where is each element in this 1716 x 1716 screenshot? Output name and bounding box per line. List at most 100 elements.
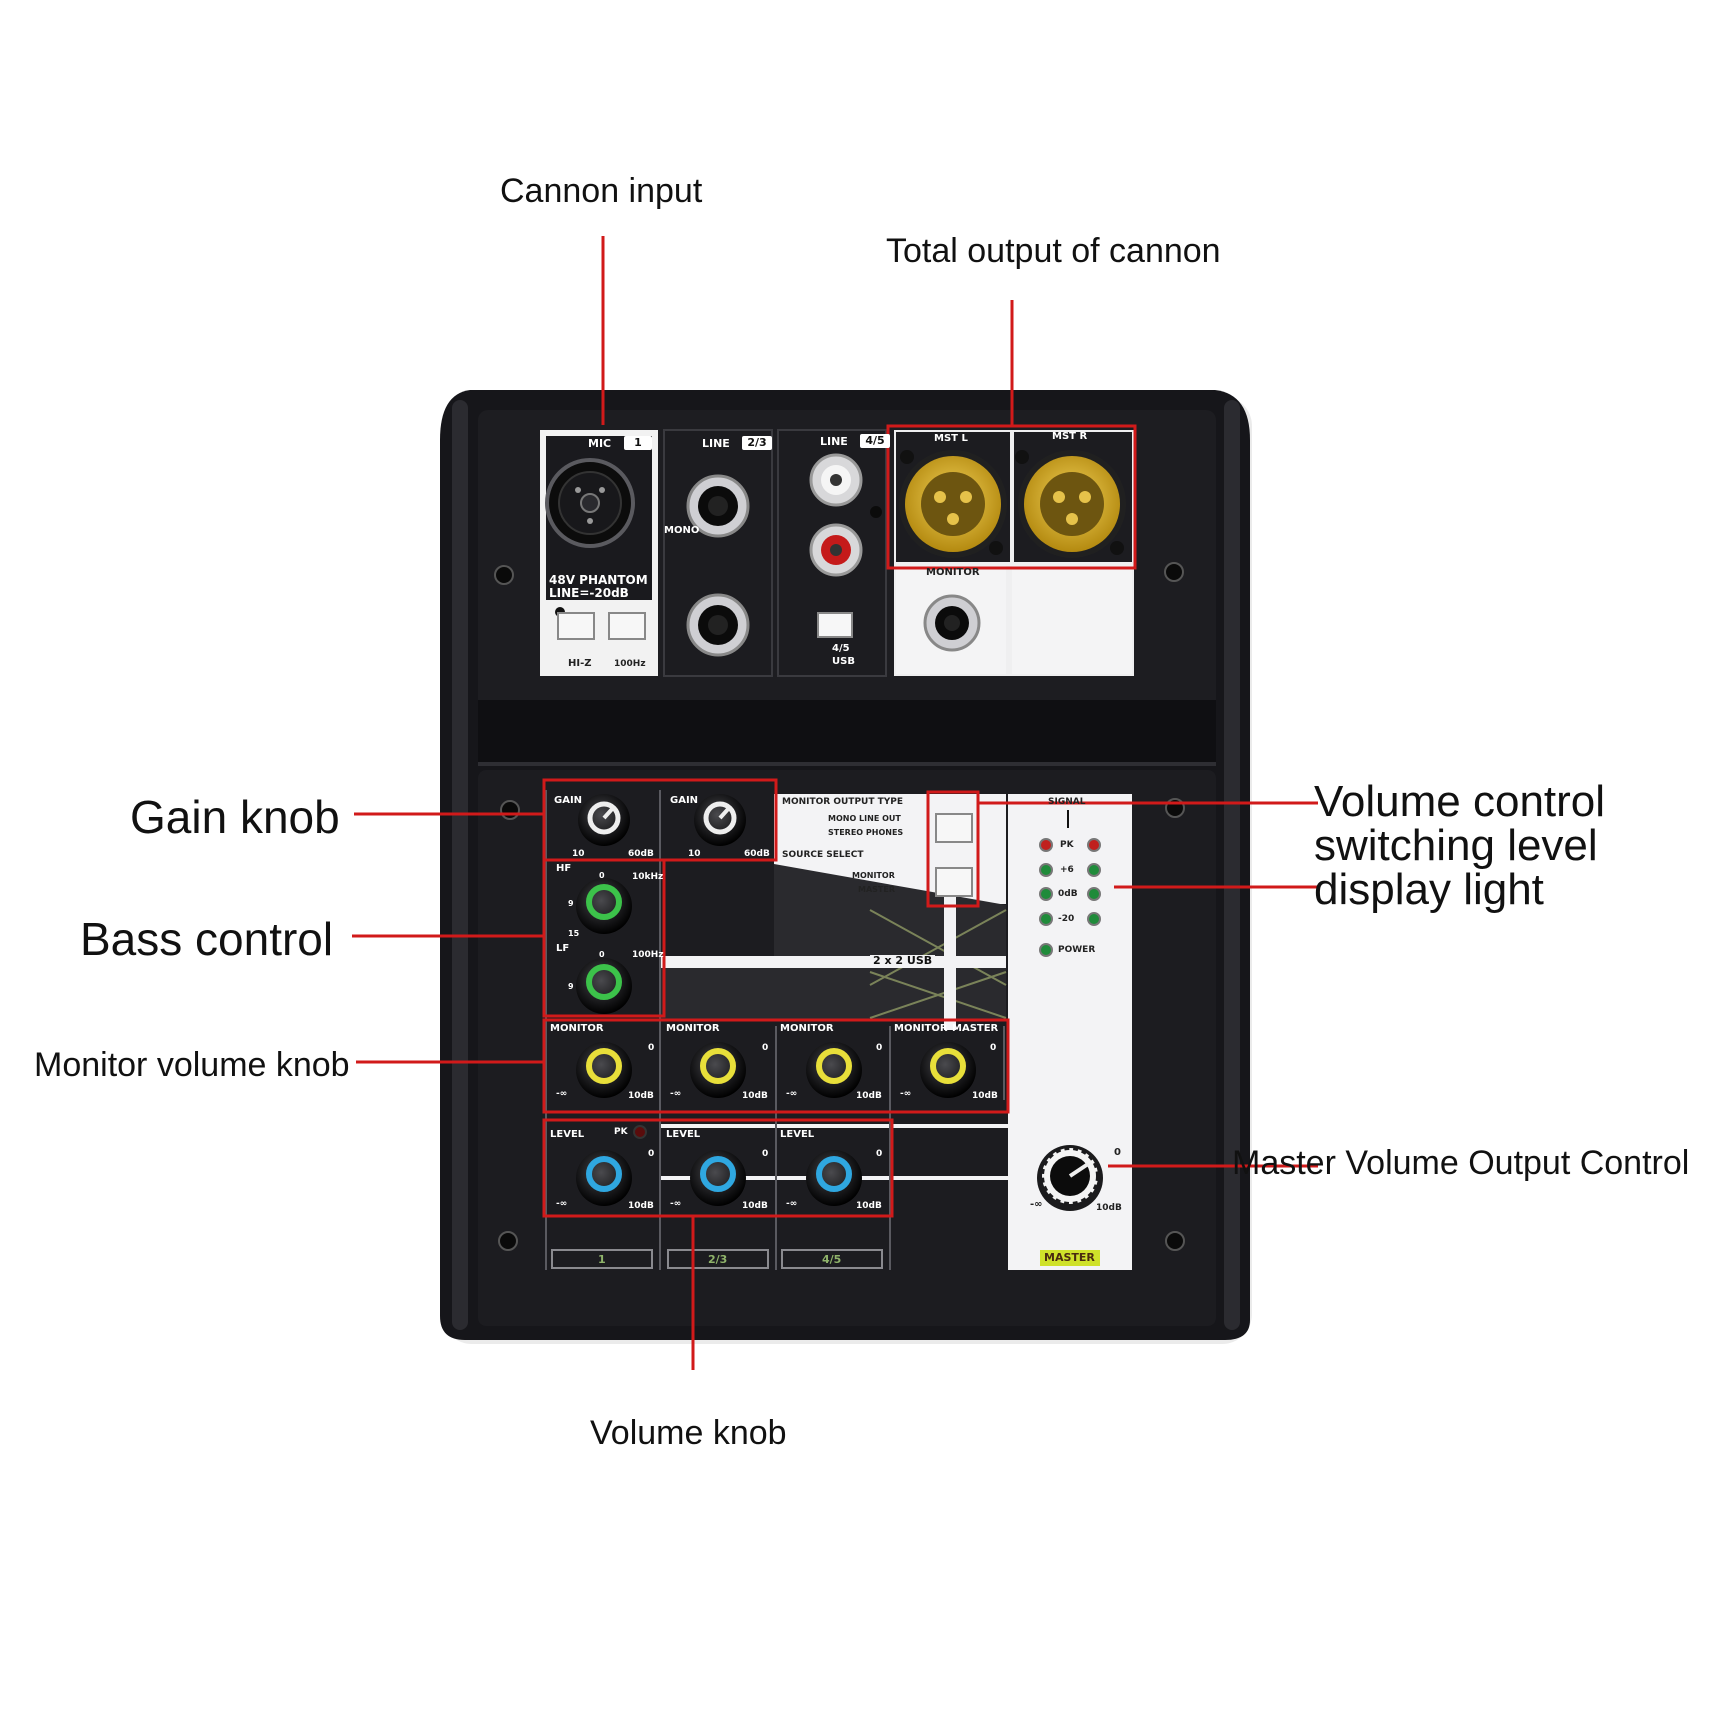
highlight-select-buttons (926, 790, 980, 908)
mon-3-zero: 0 (876, 1043, 883, 1053)
line-45-label: LINE (820, 435, 848, 448)
mon-3-max: 10dB (856, 1091, 882, 1101)
lvl-1-zero: 0 (648, 1149, 655, 1159)
100hz-label: 100Hz (614, 659, 646, 669)
hiz-button[interactable] (557, 612, 595, 640)
monitor-3-label: MONITOR (780, 1023, 834, 1034)
hf-15-label: 15 (568, 929, 580, 938)
usb-select-button[interactable] (817, 612, 853, 638)
level-2-label: LEVEL (666, 1129, 701, 1140)
lvl-2-min: -∞ (670, 1199, 682, 1209)
lf-label: LF (556, 943, 570, 954)
source-select-label: SOURCE SELECT (782, 850, 864, 860)
gain-2-min: 10 (688, 849, 701, 859)
level-knob-2[interactable] (690, 1150, 746, 1206)
mst-r-label: MST R (1052, 431, 1088, 442)
lf-zero-label: 0 (599, 950, 605, 959)
mic-label: MIC (588, 437, 612, 450)
monitor-master-knob[interactable] (920, 1042, 976, 1098)
monitor-2-label: MONITOR (666, 1023, 720, 1034)
strip-1-label: 1 (598, 1253, 606, 1266)
signal-label: SIGNAL (1048, 797, 1086, 807)
hf-eq-knob[interactable] (576, 878, 632, 934)
zerodb-label: 0dB (1058, 889, 1078, 899)
level-knob-3[interactable] (806, 1150, 862, 1206)
monitor-knob-2[interactable] (690, 1042, 746, 1098)
pk-meter-label: PK (1060, 840, 1074, 850)
line-23-label: LINE (702, 437, 730, 450)
callout-gain-knob: Gain knob (130, 791, 340, 843)
lf-freq-label: 100Hz (632, 950, 664, 960)
mon-2-zero: 0 (762, 1043, 769, 1053)
callout-volume-control-line3: display light (1314, 865, 1544, 914)
mst-l-label: MST L (934, 433, 968, 444)
level-knob-1[interactable] (576, 1150, 632, 1206)
mon-1-min: -∞ (556, 1089, 568, 1099)
master-max: 10dB (1096, 1203, 1122, 1213)
monitor-output-type-button[interactable] (935, 813, 973, 843)
lvl-3-max: 10dB (856, 1201, 882, 1211)
mon-4-min: -∞ (900, 1089, 912, 1099)
mon-2-max: 10dB (742, 1091, 768, 1101)
callout-volume-knob: Volume knob (590, 1414, 787, 1452)
usb-45-label: 4/5 (832, 643, 850, 654)
mono-label: MONO (664, 525, 700, 536)
100hz-button[interactable] (608, 612, 646, 640)
power-label: POWER (1058, 945, 1096, 955)
callout-total-output: Total output of cannon (886, 232, 1221, 270)
highlight-monitor (542, 1018, 1010, 1114)
source-select-button[interactable] (935, 867, 973, 897)
master-volume-knob[interactable] (1037, 1145, 1103, 1211)
highlight-level (542, 1118, 894, 1218)
mon-1-max: 10dB (628, 1091, 654, 1101)
gain-1-min: 10 (572, 849, 585, 859)
monitor-1-label: MONITOR (550, 1023, 604, 1034)
mono-line-out-label: MONO LINE OUT (828, 814, 901, 823)
master-tag-label: MASTER (1044, 1251, 1095, 1264)
highlight-eq (542, 858, 666, 1018)
monitor-knob-3[interactable] (806, 1042, 862, 1098)
gain-knob-1[interactable] (578, 794, 630, 846)
lvl-2-max: 10dB (742, 1201, 768, 1211)
callout-cannon-input: Cannon input (500, 172, 703, 210)
pk-led (633, 1125, 647, 1139)
mon-3-min: -∞ (786, 1089, 798, 1099)
level-1-pk-label: PK (614, 1127, 628, 1137)
hiz-label: HI-Z (568, 658, 592, 669)
monitor-knob-1[interactable] (576, 1042, 632, 1098)
usb-label: USB (832, 656, 855, 667)
callout-monitor-volume: Monitor volume knob (34, 1046, 350, 1084)
hf-label: HF (556, 863, 572, 874)
stereo-phones-label: STEREO PHONES (828, 828, 904, 837)
monitor-jack-label: MONITOR (926, 567, 980, 578)
gain-2-label: GAIN (670, 795, 699, 806)
callout-master-volume: Master Volume Output Control (1232, 1144, 1690, 1182)
strip-23-label: 2/3 (708, 1253, 728, 1266)
mon-4-max: 10dB (972, 1091, 998, 1101)
callout-bass-control: Bass control (80, 913, 334, 965)
hf-freq-label: 10kHz (632, 872, 664, 882)
gain-2-max: 60dB (744, 849, 770, 859)
source-monitor-label: MONITOR (852, 871, 895, 880)
gain-1-max: 60dB (628, 849, 654, 859)
gain-knob-2[interactable] (694, 794, 746, 846)
lf-9-label: 9 (568, 982, 574, 991)
level-1-label: LEVEL (550, 1129, 585, 1140)
annotation-overlay (542, 424, 1137, 1218)
gain-1-label: GAIN (554, 795, 583, 806)
mon-2-min: -∞ (670, 1089, 682, 1099)
monitor-master-label: MASTER (952, 1023, 999, 1034)
monitor-4-label: MONITOR (894, 1023, 948, 1034)
level-3-label: LEVEL (780, 1129, 815, 1140)
source-master-label: MASTER (858, 885, 895, 894)
master-min: -∞ (1030, 1199, 1043, 1210)
lf-eq-knob[interactable] (576, 958, 632, 1014)
line-pad-label: LINE=-20dB (549, 586, 629, 600)
callout-volume-control-line2: switching level (1314, 821, 1598, 870)
ch45-tag: 4/5 (860, 434, 890, 448)
lvl-1-min: -∞ (556, 1199, 568, 1209)
callout-volume-control-line1: Volume control (1314, 777, 1606, 826)
ch23-tag: 2/3 (742, 436, 772, 450)
phantom-label: 48V PHANTOM (549, 573, 648, 587)
